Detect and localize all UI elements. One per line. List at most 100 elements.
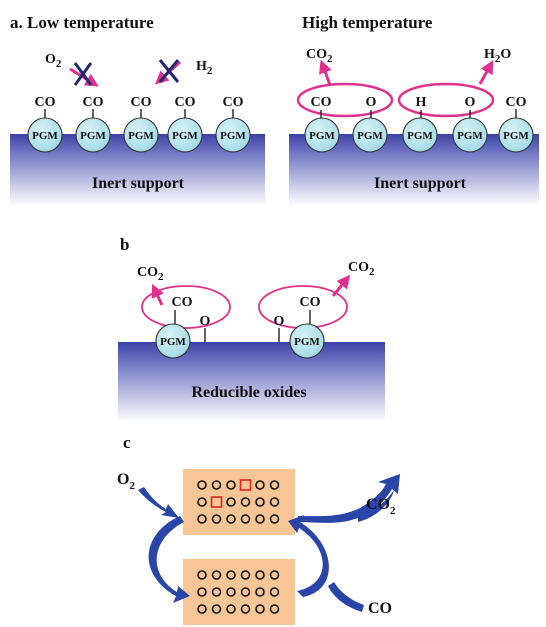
o-label: O [465,95,476,110]
oxygen-lattice [197,479,280,524]
pgm-label: PGM [172,130,198,142]
lattice-oxygen [211,587,222,597]
co2-label: CO2 [366,496,396,517]
lattice-oxygen [269,570,280,580]
co-label: CO [506,95,527,110]
co2-arrow [318,59,332,86]
h2o-label: H2O [484,47,511,65]
lattice-oxygen [269,587,280,597]
co-label: CO [223,95,244,110]
panel-c-mars-van-krevelen-cycle: c O2 CO2 CO [117,433,400,625]
support-label: Inert support [374,175,467,192]
pgm-label: PGM [407,130,433,142]
bond-lines [44,109,234,119]
pgm-particles: PGM PGM PGM PGM PGM [27,117,251,153]
lattice-oxygen [240,587,251,597]
o2-inlet-arrow [138,487,179,518]
h2-label: H2 [196,59,213,77]
lattice-oxygen [255,480,265,490]
pgm-label: PGM [457,130,483,142]
lattice-oxygen [240,570,251,580]
lattice-oxygen [255,570,265,580]
pgm-label: PGM [160,336,186,348]
lattice-oxygen [240,497,251,507]
pgm-label: PGM [309,130,335,142]
panel-b-reducible-oxides: b CO2 CO2 CO O O CO PGM PGM Reducible ox… [118,235,385,422]
reoxidation-arrow [148,516,190,603]
lattice-oxygen [197,570,207,580]
pgm-label: PGM [80,130,106,142]
lattice-oxygen [197,497,207,507]
lattice-oxygen [226,514,236,524]
pgm-label: PGM [220,130,246,142]
reaction-ellipse [141,285,231,329]
pgm-particles: PGM PGM PGM PGM PGM [304,117,534,153]
lattice-oxygen [211,570,222,580]
co-label: CO [300,295,321,310]
lattice-oxygen [226,480,236,490]
reduction-arrow [288,515,329,597]
lattice-oxygen [226,587,236,597]
lattice-oxygen [197,587,207,597]
co-label: CO [175,95,196,110]
h2o-arrow [478,60,494,85]
lattice-oxygen [197,480,207,490]
o2-label: O2 [117,471,135,492]
lattice-oxygen [255,604,265,614]
oxide-with-vacancies-box [183,469,295,535]
bond-lines [174,310,311,342]
support-label: Inert support [92,175,185,192]
lattice-oxygen [226,570,236,580]
lattice-oxygen [211,604,222,614]
blocked-cross-icon [73,62,93,86]
lattice-oxygen [269,497,280,507]
lattice-oxygen [255,497,265,507]
lattice-oxygen [240,514,251,524]
co-label: CO [172,295,193,310]
o-label: O [274,314,285,329]
oxide-full-box [183,559,295,625]
h-label: H [416,95,427,110]
oxygen-lattice [197,570,280,614]
co2-arrow [331,274,351,297]
oxygen-vacancy [210,496,223,508]
lattice-oxygen [197,604,207,614]
lattice-oxygen [226,497,236,507]
pgm-label: PGM [357,130,383,142]
co-label: CO [368,600,392,617]
pgm-label: PGM [503,130,529,142]
oxygen-vacancy [239,479,252,491]
pgm-label: PGM [128,130,154,142]
reaction-ellipse [296,82,394,118]
co2-label: CO2 [137,265,164,283]
lattice-oxygen [211,514,222,524]
blocked-cross-icon [158,59,180,83]
lattice-oxygen [255,587,265,597]
co2-label: CO2 [348,260,375,278]
co-label: CO [83,95,104,110]
lattice-oxygen [269,604,280,614]
reducible-oxide-slab [118,342,385,422]
co2-outlet-arrow [298,474,400,523]
pgm-label: PGM [32,130,58,142]
panel-a-label: a. Low temperature [10,13,154,32]
lattice-oxygen [211,480,222,490]
co-label: CO [131,95,152,110]
co-inlet-arrow [328,582,364,612]
pgm-particles: PGM PGM [155,323,325,359]
high-temperature-label: High temperature [302,13,433,32]
lattice-oxygen [269,514,280,524]
co2-outlet-arrow-tail [358,490,394,522]
o-label: O [366,95,377,110]
lattice-oxygen [240,604,251,614]
support-label: Reducible oxides [191,384,306,401]
panel-b-label: b [120,235,129,254]
reaction-ellipse [397,82,495,118]
lattice-oxygen [197,514,207,524]
co-adsorbates: CO CO CO CO CO [35,95,244,110]
pgm-label: PGM [294,336,320,348]
o2-label: O2 [45,52,62,70]
panel-a-high-temperature: High temperature CO2 H2O CO O H O CO [289,13,539,206]
lattice-oxygen [269,480,280,490]
